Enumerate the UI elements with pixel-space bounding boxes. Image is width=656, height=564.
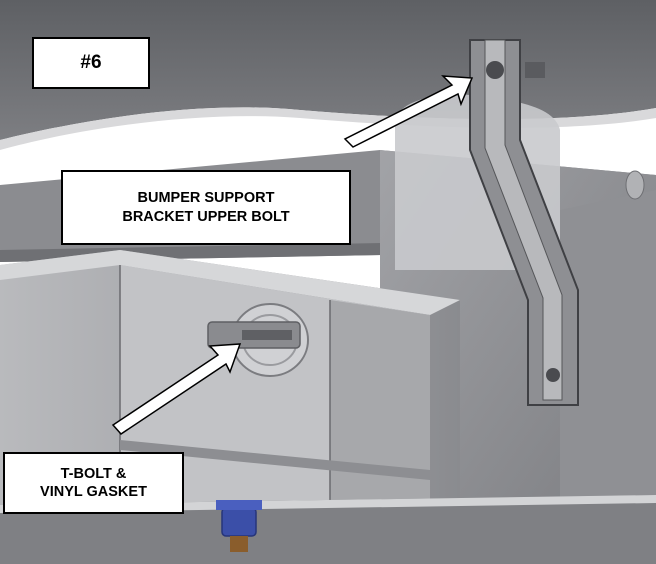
step-number-text: #6 [80, 52, 102, 74]
tbolt-callout-line1: T-BOLT & [60, 465, 127, 482]
bumper-beam [0, 250, 460, 560]
arrow-up-right-icon [111, 343, 242, 435]
bumper-support-bracket [469, 39, 645, 406]
step-number-label: #6 [32, 37, 150, 89]
tbolt-callout-line2: VINYL GASKET [40, 484, 147, 500]
t-bolt-callout: T-BOLT & VINYL GASKET [3, 452, 184, 514]
bracket-bolt-callout: BUMPER SUPPORT BRACKET UPPER BOLT [61, 170, 351, 245]
t-bolt-gasket [207, 303, 309, 377]
bracket-callout-line2: BRACKET UPPER BOLT [122, 208, 290, 225]
lower-bolt [216, 500, 262, 552]
arrow-up-right-icon [343, 75, 474, 148]
bracket-callout-line1: BUMPER SUPPORT [137, 190, 275, 207]
